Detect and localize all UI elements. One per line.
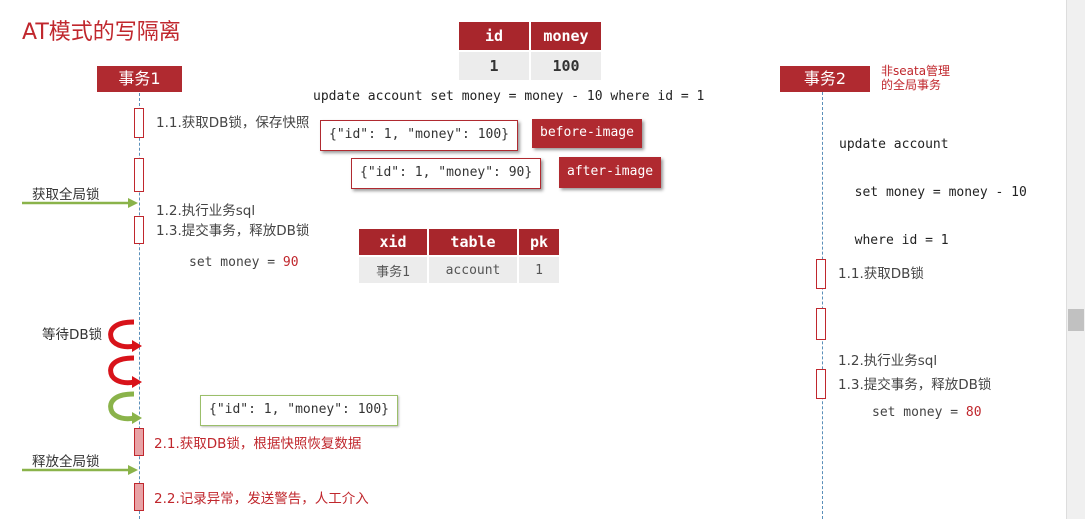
tx2-step-2-title: 1.2.执行业务sql <box>838 353 938 369</box>
tx1-activation-3 <box>134 216 144 244</box>
wait-db-lock-label: 等待DB锁 <box>42 327 103 343</box>
restored-snapshot: {"id": 1, "money": 100} <box>200 395 399 426</box>
tx2-step-1: 1.1.获取DB锁 <box>838 266 924 282</box>
after-image-json: {"id": 1, "money": 90} <box>351 158 542 189</box>
tx1-header: 事务1 <box>97 66 182 92</box>
tx1-step-2-sql-value: 90 <box>282 255 299 270</box>
tx1-step-2-title: 1.2.执行业务sql <box>156 203 256 219</box>
col-xid-header: xid <box>359 229 427 255</box>
tx2-activation-1 <box>816 259 826 289</box>
tx1-step-3: 1.3.提交事务，释放DB锁 <box>156 223 310 239</box>
tx1-activation-2 <box>134 158 144 192</box>
tx1-activation-5 <box>134 483 144 511</box>
tx2-header: 事务2 <box>780 66 870 92</box>
tx2-note-line2: 的全局事务 <box>881 78 942 92</box>
tx2-sql-line2: set money = money - 10 <box>839 185 1027 200</box>
tx1-step-1: 1.1.获取DB锁，保存快照 <box>156 115 310 131</box>
acquire-global-lock-arrow <box>22 198 138 208</box>
cell-table: account <box>429 257 517 283</box>
after-image-tag: after-image <box>559 157 662 188</box>
tx2-lifeline <box>822 92 823 519</box>
tx1-step-2-sql-text: set money = <box>189 255 283 270</box>
col-money-header: money <box>531 22 601 50</box>
tx2-sql-line3: where id = 1 <box>839 233 949 248</box>
acquire-global-lock-label: 获取全局锁 <box>32 187 100 203</box>
tx1-step-2: 1.2.执行业务sql set money = 90 <box>156 169 299 288</box>
cell-xid: 事务1 <box>359 257 427 283</box>
scrollbar-thumb[interactable] <box>1068 309 1084 331</box>
update-sql: update account set money = money - 10 wh… <box>313 89 705 104</box>
tx1-activation-1 <box>134 108 144 138</box>
tx2-activation-3 <box>816 369 826 399</box>
release-global-lock-label: 释放全局锁 <box>32 454 100 470</box>
before-image-json: {"id": 1, "money": 100} <box>320 120 519 151</box>
tx2-step-3: 1.3.提交事务，释放DB锁 <box>838 377 992 393</box>
tx2-step-2: 1.2.执行业务sql set money = 80 <box>838 319 982 438</box>
col-pk-header: pk <box>519 229 559 255</box>
col-id-header: id <box>459 22 529 50</box>
tx2-activation-2 <box>816 308 826 340</box>
tx2-sql: update account set money = money - 10 wh… <box>839 105 1027 265</box>
tx1-lifeline <box>139 93 140 519</box>
cell-pk: 1 <box>519 257 559 283</box>
tx2-note-line1: 非seata管理 <box>881 64 951 78</box>
vertical-scrollbar[interactable] <box>1066 0 1085 519</box>
cell-money: 100 <box>531 52 601 80</box>
tx1-step-4: 2.1.获取DB锁，根据快照恢复数据 <box>154 436 362 452</box>
tx1-activation-4 <box>134 428 144 456</box>
release-global-lock-arrow <box>22 465 138 475</box>
before-image-tag: before-image <box>532 119 642 148</box>
tx2-step-2-sql-text: set money = <box>872 405 966 420</box>
tx1-step-2-sql: set money = 90 <box>156 254 299 271</box>
page-title: AT模式的写隔离 <box>22 20 181 45</box>
cell-id: 1 <box>459 52 529 80</box>
account-table: id money 1 100 <box>457 20 603 82</box>
global-lock-table: xid table pk 事务1 account 1 <box>357 227 561 285</box>
tx2-note: 非seata管理 的全局事务 <box>881 64 950 92</box>
tx2-step-2-sql-value: 80 <box>965 405 982 420</box>
wait-loop-icon <box>108 319 142 424</box>
tx2-sql-line1: update account <box>839 137 949 152</box>
tx2-step-2-sql: set money = 80 <box>838 404 982 421</box>
tx1-step-5: 2.2.记录异常，发送警告，人工介入 <box>154 491 369 507</box>
col-table-header: table <box>429 229 517 255</box>
